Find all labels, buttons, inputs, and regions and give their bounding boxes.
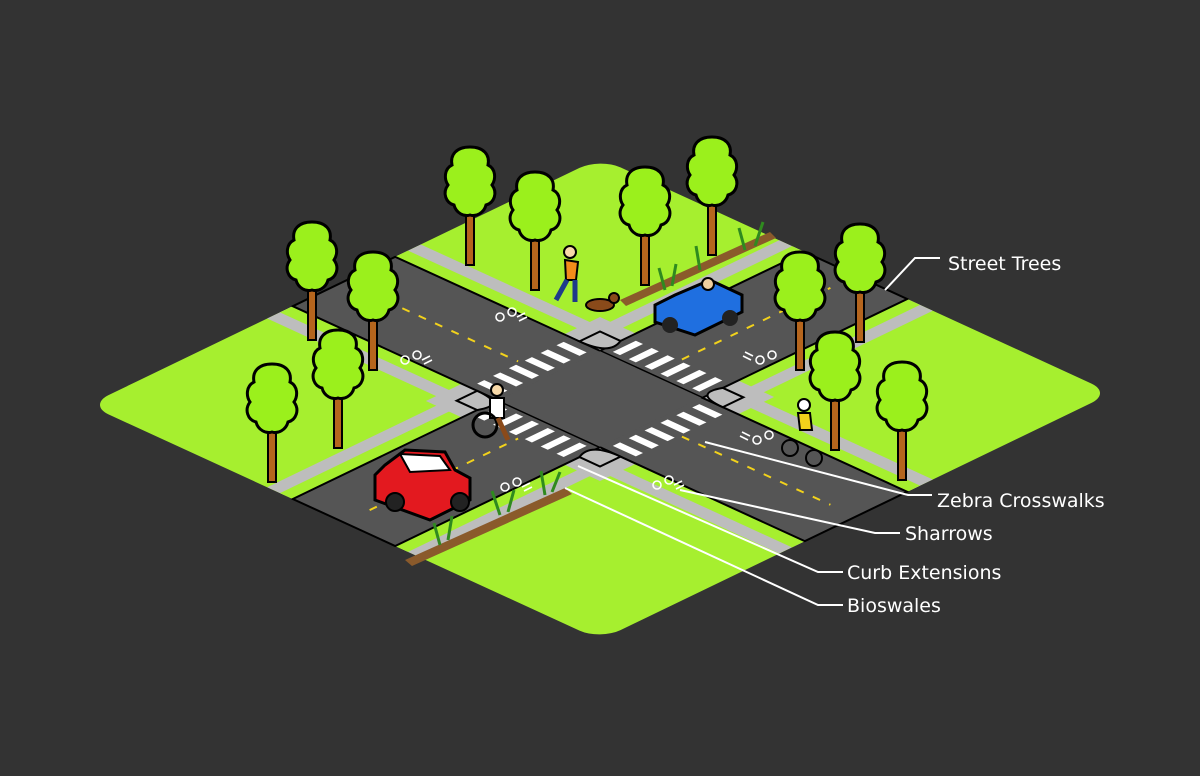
crosswalk-stripe [644, 355, 675, 370]
red-car [373, 448, 472, 522]
callouts: Street Trees Zebra Crosswalks Sharrows C… [564, 253, 1105, 617]
street-tree [311, 328, 365, 449]
curb-extensions-leader [577, 465, 843, 573]
sharrows-leader [679, 489, 900, 534]
crosswalk-stripe [556, 341, 587, 356]
street-tree [685, 135, 739, 256]
street-tree [346, 250, 400, 371]
pedestrian-with-dog [553, 245, 620, 312]
street-tree [285, 220, 339, 341]
crosswalk-stripe [692, 377, 723, 392]
sharrows [400, 307, 777, 492]
crosswalk-stripe [540, 349, 571, 364]
crosswalk-stripe [676, 369, 707, 385]
crosswalk-stripe [492, 372, 524, 387]
crosswalk-stripe [628, 434, 659, 449]
wheelchair-user [471, 383, 511, 442]
street-tree [508, 170, 562, 291]
street-tree [808, 330, 862, 451]
street-tree [773, 250, 827, 371]
crosswalk-stripe [508, 420, 540, 436]
crosswalk-stripe [556, 442, 587, 458]
label-bioswales: Bioswales [847, 595, 941, 617]
street-trees [245, 135, 929, 483]
crosswalk-stripe [612, 340, 644, 356]
crosswalk-stripe [524, 428, 555, 443]
street-tree [875, 360, 929, 481]
blue-car [653, 277, 744, 337]
bioswales [405, 221, 776, 566]
cyclist [781, 398, 823, 467]
label-zebra-crosswalks: Zebra Crosswalks [937, 490, 1105, 512]
label-street-trees: Street Trees [948, 253, 1061, 275]
street-tree [443, 145, 497, 266]
crosswalk-stripe [660, 419, 691, 434]
crosswalk-stripe [644, 427, 675, 442]
street-tree [618, 165, 672, 286]
crosswalk-stripe [612, 442, 644, 457]
label-curb-extensions: Curb Extensions [847, 562, 1001, 584]
crosswalk-stripe [660, 362, 691, 378]
crosswalk-stripe [524, 357, 555, 372]
street-trees-leader [884, 257, 940, 291]
crosswalk-stripe [692, 404, 723, 419]
crosswalk-stripe [676, 411, 707, 426]
crosswalk-stripe [540, 435, 571, 450]
street-tree [833, 222, 887, 343]
intersection-center [498, 351, 702, 447]
bioswales-leader [564, 487, 843, 606]
label-sharrows: Sharrows [905, 523, 993, 545]
crosswalk-stripe [508, 364, 540, 379]
street-tree [245, 362, 299, 483]
zebra-crosswalks-leader [704, 441, 932, 496]
crosswalk-stripe [628, 348, 659, 363]
zebra-crosswalks [477, 340, 723, 458]
